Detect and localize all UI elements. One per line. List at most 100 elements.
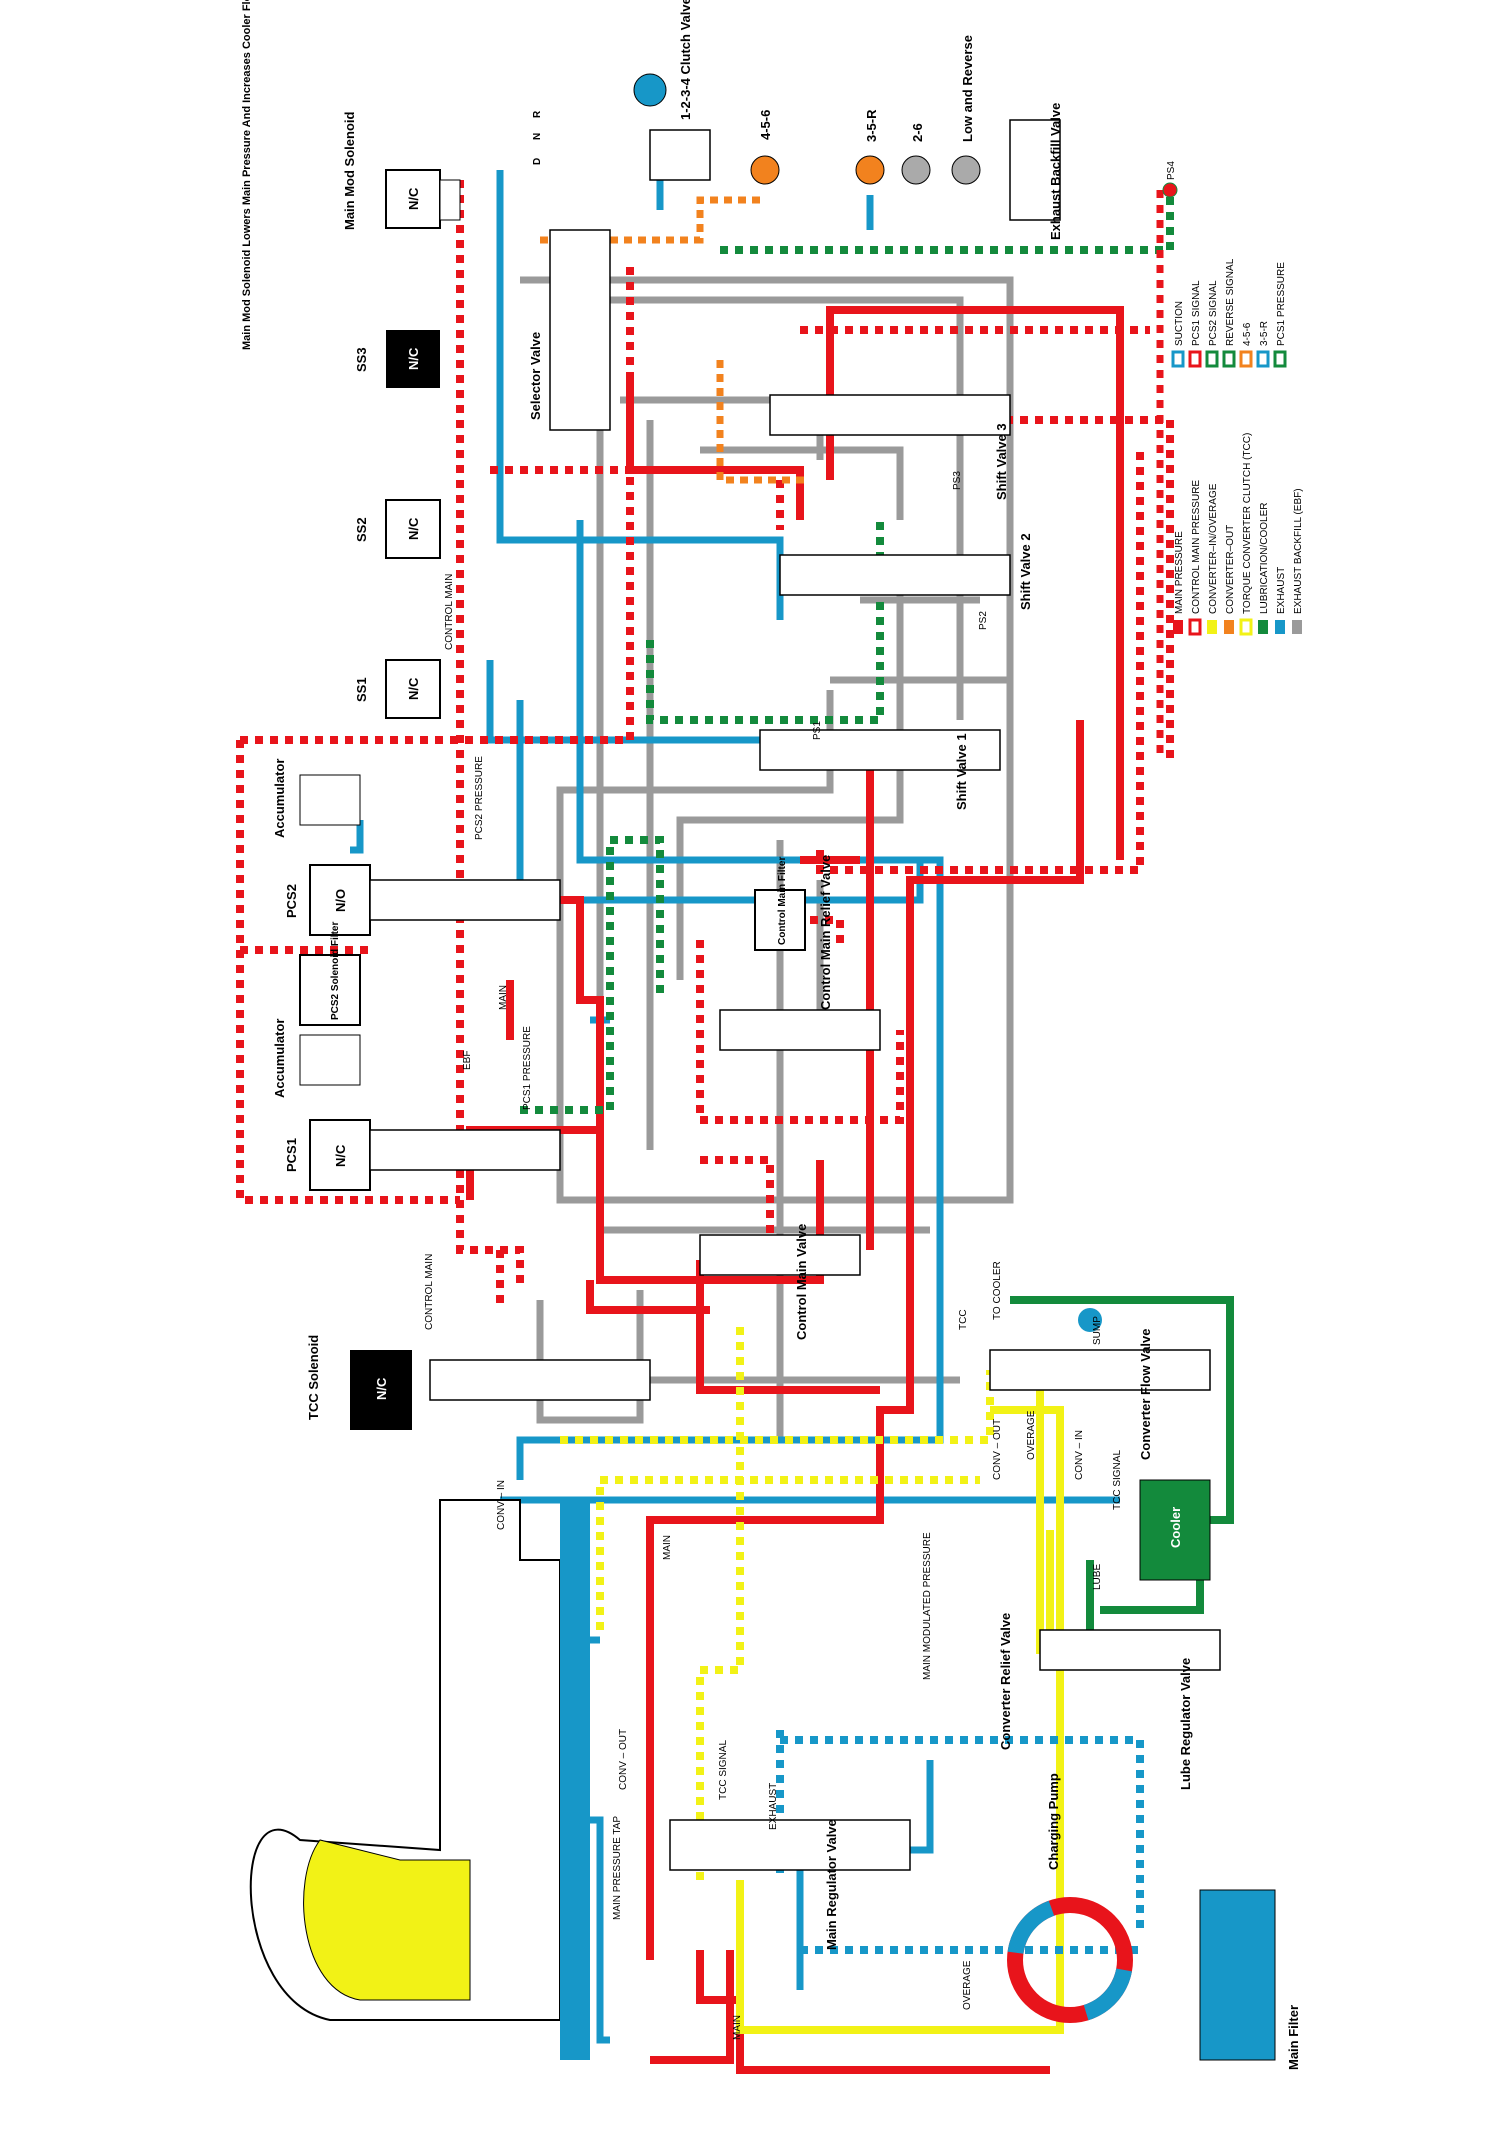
svg-text:4-5-6: 4-5-6 bbox=[758, 110, 773, 140]
converter-relief-valve-body bbox=[1039, 1629, 1221, 1671]
legend-right-item-6: PCS1 PRESSURE bbox=[1273, 262, 1287, 368]
legend-left-item-4: TORQUE CONVERTER CLUTCH (TCC) bbox=[1239, 433, 1253, 636]
selector-positions: D N R bbox=[532, 110, 543, 165]
legend-right-item-1: PCS1 SIGNAL bbox=[1188, 280, 1202, 368]
svg-text:CONV – IN: CONV – IN bbox=[1074, 1430, 1085, 1480]
svg-text:TCC Solenoid: TCC Solenoid bbox=[306, 1335, 321, 1420]
shift-valve-3-body bbox=[769, 394, 1011, 436]
ps3-label: PS3 bbox=[952, 471, 963, 490]
svg-text:TCC: TCC bbox=[958, 1309, 969, 1330]
legend-left-item-label: TORQUE CONVERTER CLUTCH (TCC) bbox=[1242, 433, 1253, 614]
solenoid-ss2: N/C SS2 bbox=[354, 499, 441, 559]
456-passages bbox=[540, 196, 810, 484]
control-main-valve-label: Control Main Valve bbox=[794, 1224, 809, 1340]
svg-text:PS4: PS4 bbox=[1166, 161, 1177, 180]
clutch-1234-valve-body bbox=[649, 129, 711, 181]
legend-right-item-5: 3-5-R bbox=[1256, 321, 1270, 368]
shift-valve-2-body bbox=[779, 554, 1011, 596]
svg-text:OVERAGE: OVERAGE bbox=[962, 1960, 973, 2010]
svg-text:CONV – IN: CONV – IN bbox=[496, 1480, 507, 1530]
legend-left-item-swatch bbox=[1239, 618, 1253, 636]
shift-valve-1-body bbox=[759, 729, 1001, 771]
legend-right-item-2: PCS2 SIGNAL bbox=[1205, 280, 1219, 368]
sump: SUMP bbox=[1078, 1308, 1103, 1345]
svg-text:SS3: SS3 bbox=[354, 347, 369, 372]
ps2-label: PS2 bbox=[978, 611, 989, 630]
pcs2-valve-body bbox=[369, 879, 561, 921]
valve-bodies bbox=[369, 119, 1221, 1871]
legend-right-item-0: SUCTION bbox=[1171, 301, 1185, 368]
legend-left-item-label: EXHAUST BACKFILL (EBF) bbox=[1293, 488, 1304, 614]
legend-left-item-swatch bbox=[1224, 620, 1234, 634]
pcs1-valve-body bbox=[369, 1129, 561, 1171]
legend-right-item-4: 4-5-6 bbox=[1239, 322, 1253, 368]
svg-text:CONV – OUT: CONV – OUT bbox=[618, 1729, 629, 1790]
cooler: Cooler bbox=[1139, 1479, 1211, 1581]
tcc-valve-body bbox=[429, 1359, 651, 1401]
svg-text:Main Mod Solenoid: Main Mod Solenoid bbox=[342, 112, 357, 230]
svg-text:PCS2: PCS2 bbox=[284, 884, 299, 918]
legend-right-item-swatch bbox=[1171, 350, 1185, 368]
legend-left-item-2: CONVERTER–IN/OVERAGE bbox=[1207, 483, 1219, 634]
solenoid-ss1: N/C SS1 bbox=[354, 659, 441, 719]
legend-left-item-6: EXHAUST bbox=[1275, 567, 1287, 634]
legend-left-item-label: EXHAUST bbox=[1276, 567, 1287, 614]
svg-text:Accumulator: Accumulator bbox=[272, 759, 287, 838]
legend-right-item-swatch bbox=[1256, 350, 1270, 368]
exhaust-backfill-valve-body bbox=[1009, 119, 1061, 221]
svg-text:MAIN: MAIN bbox=[732, 2015, 743, 2040]
legend-left-item-label: CONVERTER–OUT bbox=[1225, 525, 1236, 614]
legend-left-item-swatch bbox=[1207, 620, 1217, 634]
legend-right-item-swatch bbox=[1188, 350, 1202, 368]
clutch-26: 2-6 bbox=[901, 123, 931, 185]
control-main-valve-body bbox=[699, 1234, 861, 1276]
svg-text:Charging Pump: Charging Pump bbox=[1046, 1773, 1061, 1870]
legend-left-item-label: MAIN PRESSURE bbox=[1174, 531, 1185, 614]
legend-right-item-label: PCS1 PRESSURE bbox=[1276, 262, 1287, 346]
charging-pump: Charging Pump bbox=[1007, 1773, 1133, 2023]
svg-text:CONTROL MAIN: CONTROL MAIN bbox=[444, 574, 455, 650]
svg-text:LUBE: LUBE bbox=[1092, 1564, 1103, 1590]
clutch-1234: 1-2-3-4 Clutch Valve bbox=[633, 0, 693, 120]
selector-valve-label: Selector Valve bbox=[528, 332, 543, 420]
svg-text:Main Mod Solenoid Lowers Main: Main Mod Solenoid Lowers Main Pressure A… bbox=[241, 0, 253, 350]
svg-text:MAIN: MAIN bbox=[662, 1535, 673, 1560]
ps1-label: PS1 bbox=[812, 721, 823, 740]
svg-text:TCC SIGNAL: TCC SIGNAL bbox=[1112, 1450, 1123, 1510]
solenoid-ss3: N/C SS3 bbox=[354, 330, 440, 388]
svg-text:Cooler: Cooler bbox=[1168, 1507, 1183, 1548]
svg-text:PCS2 Solenoid Filter: PCS2 Solenoid Filter bbox=[330, 922, 341, 1020]
svg-text:CONV – OUT: CONV – OUT bbox=[992, 1419, 1003, 1480]
legend-left-item-swatch bbox=[1275, 620, 1285, 634]
main-regulator-valve-body bbox=[669, 1819, 911, 1871]
legend-left-item-label: CONVERTER–IN/OVERAGE bbox=[1208, 483, 1219, 614]
svg-text:N/C: N/C bbox=[406, 347, 421, 370]
selector-valve-body bbox=[549, 229, 611, 431]
svg-text:TO COOLER: TO COOLER bbox=[992, 1261, 1003, 1320]
svg-text:SS1: SS1 bbox=[354, 677, 369, 702]
main-filter: Main Filter bbox=[1199, 1889, 1301, 2070]
shift-valve-1-label: Shift Valve 1 bbox=[954, 733, 969, 810]
pcs2-solenoid-filter: PCS2 Solenoid Filter bbox=[299, 922, 361, 1026]
solenoid-pcs2: N/O PCS2 bbox=[284, 864, 371, 936]
transmission-housing bbox=[249, 1499, 590, 2060]
header-note: Main Mod Solenoid Lowers Main Pressure A… bbox=[241, 0, 253, 350]
legend-right-item-swatch bbox=[1222, 350, 1236, 368]
shift-valve-3-label: Shift Valve 3 bbox=[994, 423, 1009, 500]
svg-text:N/O: N/O bbox=[333, 889, 348, 912]
solenoid-tcc: N/C TCC Solenoid bbox=[306, 1335, 412, 1430]
accumulator-upper: Accumulator bbox=[272, 759, 361, 838]
legend-right-item-label: PCS1 SIGNAL bbox=[1191, 280, 1202, 346]
ps4-switch: PS4 bbox=[1162, 161, 1178, 198]
svg-text:N/C: N/C bbox=[406, 517, 421, 540]
main-pressure-tap-label: MAIN PRESSURE TAP bbox=[612, 1816, 623, 1920]
legend-left-item-swatch bbox=[1258, 620, 1268, 634]
legend-left-item-1: CONTROL MAIN PRESSURE bbox=[1188, 480, 1202, 636]
svg-text:N/C: N/C bbox=[406, 677, 421, 700]
svg-text:PCS1: PCS1 bbox=[284, 1138, 299, 1172]
exhaust-backfill-label: Exhaust Backfill Valve bbox=[1048, 103, 1063, 240]
legend-right-item-swatch bbox=[1205, 350, 1219, 368]
